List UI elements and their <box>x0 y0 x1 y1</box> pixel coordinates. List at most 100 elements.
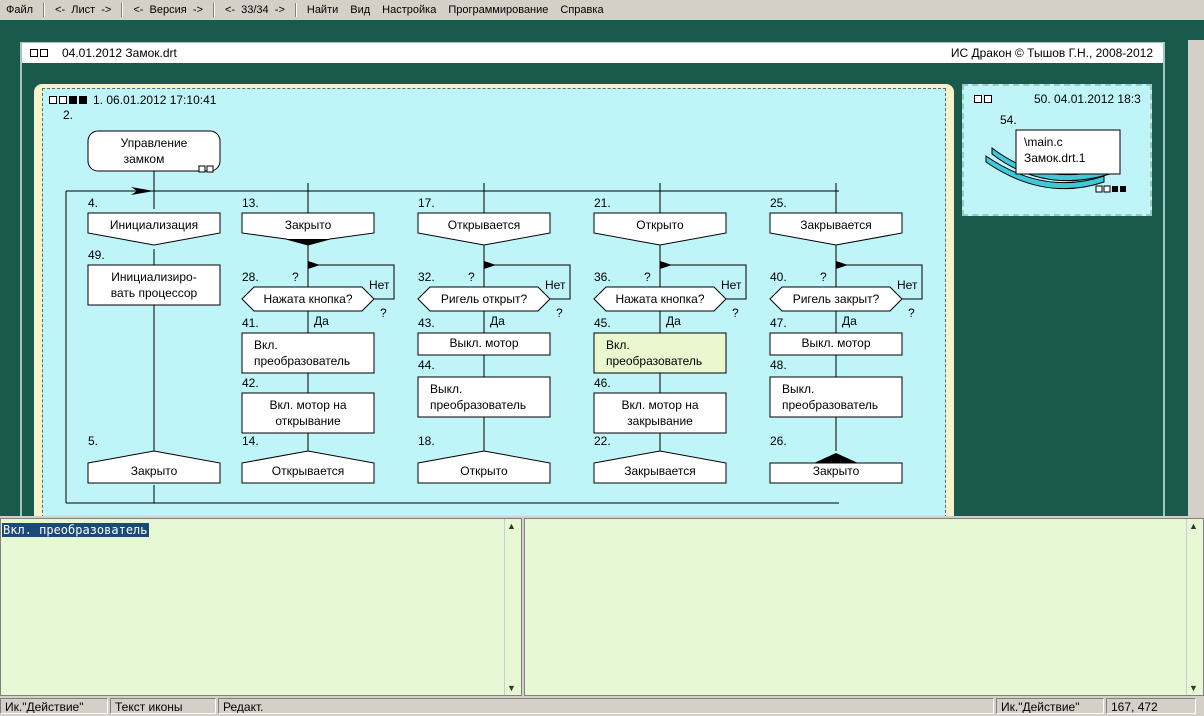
svg-text:Закрыто: Закрыто <box>813 464 860 478</box>
svg-text:преобразователь: преобразователь <box>782 398 878 412</box>
window-controls[interactable] <box>30 49 48 57</box>
diagram-header-text: 1. 06.01.2012 17:10:41 <box>93 93 217 107</box>
side-diagram-panel[interactable]: 50. 04.01.2012 18:3 54. \main.c Замок.dr… <box>962 84 1152 216</box>
diagram-header: 1. 06.01.2012 17:10:41 <box>49 93 216 107</box>
svg-text:5.: 5. <box>88 434 98 448</box>
icon-text-editor[interactable]: Вкл. преобразователь ▲ ▼ <box>0 518 522 696</box>
svg-text:Нет: Нет <box>721 278 742 292</box>
svg-text:открывание: открывание <box>275 414 341 428</box>
svg-text:Замок.drt.1: Замок.drt.1 <box>1024 151 1086 165</box>
svg-text:Нет: Нет <box>369 278 390 292</box>
scroll-down-icon[interactable]: ▼ <box>1189 683 1198 693</box>
svg-text:48.: 48. <box>770 358 787 372</box>
diagram-canvas[interactable]: 1. 06.01.2012 17:10:41 <box>42 88 946 516</box>
icon-text-content[interactable]: Вкл. преобразователь <box>2 523 149 537</box>
menu-programming[interactable]: Программирование <box>448 4 549 16</box>
svg-text:?: ? <box>380 306 387 320</box>
svg-text:\main.c: \main.c <box>1024 135 1063 149</box>
svg-text:Да: Да <box>666 314 681 328</box>
svg-text:Выкл. мотор: Выкл. мотор <box>449 336 518 350</box>
diagram-sheet: 1. 06.01.2012 17:10:41 <box>34 84 954 516</box>
svg-text:17.: 17. <box>418 196 435 210</box>
mini-header: 50. 04.01.2012 18:3 <box>974 92 1141 106</box>
svg-text:28.: 28. <box>242 270 259 284</box>
dragon-flowchart: 2. Управление замком 4. Инициализация 49… <box>63 108 923 504</box>
menu-separator <box>212 3 215 17</box>
start-icon: 2. Управление замком <box>63 108 221 173</box>
svg-text:40.: 40. <box>770 270 787 284</box>
menu-separator <box>43 3 46 17</box>
selected-action-icon <box>593 332 727 374</box>
svg-text:Открыто: Открыто <box>636 218 684 232</box>
scroll-down-icon[interactable]: ▼ <box>507 683 516 693</box>
menu-sheet-nav[interactable]: <- Лист -> <box>55 4 112 16</box>
svg-text:41.: 41. <box>242 316 259 330</box>
svg-text:?: ? <box>732 306 739 320</box>
svg-text:49.: 49. <box>88 248 105 262</box>
svg-text:Вкл. мотор на: Вкл. мотор на <box>269 398 346 412</box>
svg-text:Инициализиро-: Инициализиро- <box>111 270 196 284</box>
menu-find[interactable]: Найти <box>306 4 339 16</box>
menu-version-nav[interactable]: <- Версия -> <box>133 4 203 16</box>
editor-area: Вкл. преобразователь ▲ ▼ ▲ ▼ <box>0 516 1204 698</box>
menu-settings[interactable]: Настройка <box>382 4 437 16</box>
branch-4: 21. Открыто 36. ? Нажата кнопка? Нет ? Д… <box>593 183 747 484</box>
svg-text:Ригель открыт?: Ригель открыт? <box>441 292 528 306</box>
svg-text:Закрывается: Закрывается <box>624 464 696 478</box>
svg-text:Открыто: Открыто <box>460 464 508 478</box>
svg-text:46.: 46. <box>594 376 611 390</box>
branch-1: 4. Инициализация 49. Инициализиро- вать … <box>87 196 221 484</box>
svg-text:Выкл. мотор: Выкл. мотор <box>801 336 870 350</box>
svg-text:Нет: Нет <box>545 278 566 292</box>
svg-text:преобразователь: преобразователь <box>430 398 526 412</box>
left-scrollbar[interactable]: ▲ ▼ <box>504 519 521 695</box>
menu-bar: Файл <- Лист -> <- Версия -> <- 33/34 ->… <box>0 0 1204 20</box>
code-editor[interactable]: ▲ ▼ <box>524 518 1204 696</box>
svg-text:Нажата кнопка?: Нажата кнопка? <box>263 292 352 306</box>
svg-text:45.: 45. <box>594 316 611 330</box>
svg-text:?: ? <box>644 270 651 284</box>
svg-text:42.: 42. <box>242 376 259 390</box>
svg-text:?: ? <box>908 306 915 320</box>
menu-page-nav[interactable]: <- 33/34 -> <box>224 4 285 16</box>
svg-text:Да: Да <box>842 314 857 328</box>
status-icon-text: Текст иконы <box>110 698 216 714</box>
svg-text:32.: 32. <box>418 270 435 284</box>
svg-text:Закрыто: Закрыто <box>285 218 332 232</box>
status-coords: 167, 472 <box>1106 698 1196 714</box>
svg-text:преобразователь: преобразователь <box>254 354 350 368</box>
status-icon-type-2: Ик."Действие" <box>996 698 1104 714</box>
svg-text:Нажата кнопка?: Нажата кнопка? <box>615 292 704 306</box>
right-scrollbar[interactable]: ▲ ▼ <box>1186 519 1203 695</box>
svg-text:26.: 26. <box>770 434 787 448</box>
start-num: 2. <box>63 108 73 122</box>
svg-text:Вкл.: Вкл. <box>606 338 630 352</box>
svg-text:замком: замком <box>124 152 165 166</box>
svg-text:Закрывается: Закрывается <box>800 218 872 232</box>
menu-help[interactable]: Справка <box>560 4 604 16</box>
svg-text:Инициализация: Инициализация <box>110 218 198 232</box>
workspace-scrollbar[interactable] <box>1188 40 1204 516</box>
svg-text:54.: 54. <box>1000 113 1017 127</box>
svg-text:Да: Да <box>314 314 329 328</box>
svg-text:?: ? <box>556 306 563 320</box>
scroll-up-icon[interactable]: ▲ <box>507 521 516 531</box>
workspace: 04.01.2012 Замок.drt ИС Дракон © Тышов Г… <box>0 20 1204 516</box>
menu-file[interactable]: Файл <box>6 4 34 16</box>
status-mode: Редакт. <box>218 698 994 714</box>
menu-separator <box>121 3 124 17</box>
bus-arrow-icon <box>131 187 154 195</box>
branch-3: 17. Открывается 32. ? Ригель открыт? Нет… <box>417 183 571 484</box>
svg-text:44.: 44. <box>418 358 435 372</box>
svg-text:14.: 14. <box>242 434 259 448</box>
menu-view[interactable]: Вид <box>350 4 371 16</box>
file-shelf-icon: 54. \main.c Замок.drt.1 <box>985 113 1126 193</box>
copyright-text: ИС Дракон © Тышов Г.Н., 2008-2012 <box>950 46 1153 60</box>
svg-text:вать процессор: вать процессор <box>111 286 198 300</box>
svg-text:4.: 4. <box>88 196 98 210</box>
svg-text:21.: 21. <box>594 196 611 210</box>
scroll-up-icon[interactable]: ▲ <box>1189 521 1198 531</box>
svg-text:Вкл.: Вкл. <box>254 338 278 352</box>
svg-text:преобразователь: преобразователь <box>606 354 702 368</box>
svg-text:13.: 13. <box>242 196 259 210</box>
